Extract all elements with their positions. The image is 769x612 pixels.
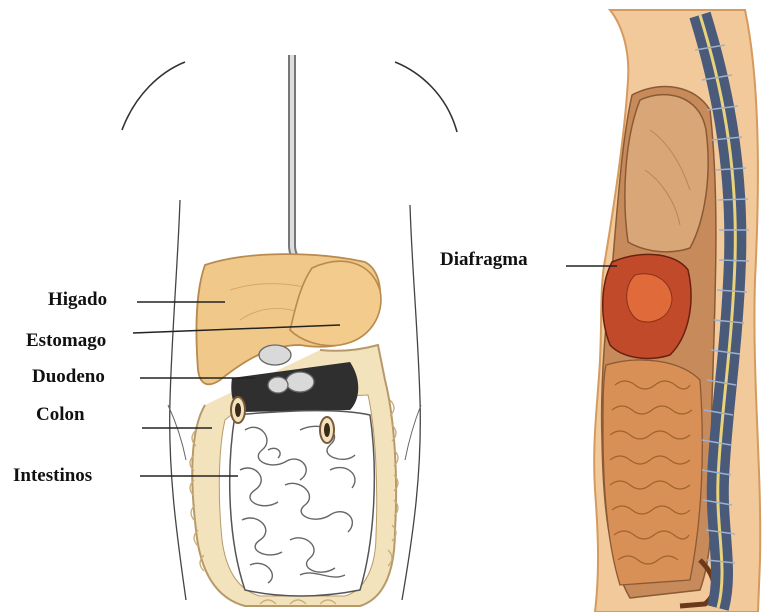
colon-opening-right-inner [324,423,330,437]
label-intestinos: Intestinos [13,466,92,485]
esophagus [292,55,312,268]
front-torso-figure [122,55,457,606]
label-duodeno: Duodeno [32,367,105,386]
label-colon: Colon [36,405,85,424]
side-body-figure [594,10,760,612]
label-estomago: Estomago [26,331,106,350]
torso-side-right [402,205,420,600]
torso-outline-left [122,62,185,130]
side-intestines [603,360,702,585]
label-higado: Higado [48,290,107,309]
torso-outline-right [395,62,457,132]
colon-opening-left-inner [235,403,241,417]
waist-curve-right [405,405,421,460]
lung [625,95,708,252]
torso-side-left [170,200,186,600]
label-diafragma: Diafragma [440,250,528,269]
small-intestine [230,410,375,596]
